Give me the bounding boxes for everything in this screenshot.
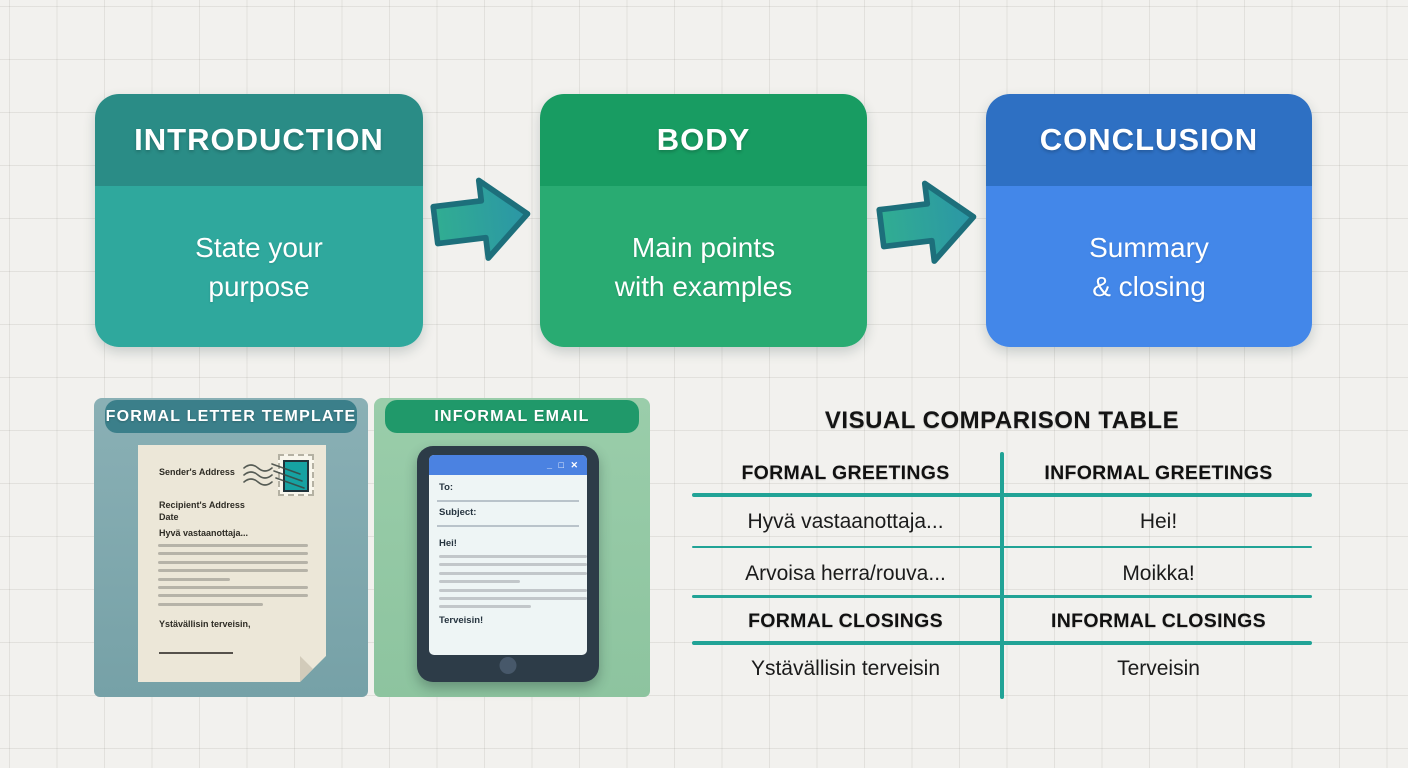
step-description-line: Summary [1089, 231, 1209, 263]
panel-header: INFORMAL EMAIL [385, 400, 639, 433]
table-cell-informal-greeting-1: Hei! [1139, 510, 1178, 533]
letter-greeting-text: Hyvä vastaanottaja... [159, 528, 249, 538]
flow-step-conclusion: CONCLUSION Summary & closing [986, 94, 1312, 347]
step-description: Main points with examples [540, 186, 867, 347]
email-subject-label: Subject: [439, 507, 477, 518]
tablet-illustration: _ □ ✕ To: Subject: Hei! Terveisin! [417, 446, 599, 682]
column-header-informal-closings: INFORMAL CLOSINGS [1051, 610, 1266, 632]
email-window-titlebar: _ □ ✕ [429, 455, 587, 475]
right-arrow-icon [430, 177, 531, 261]
table-cell-informal-greeting-2: Moikka! [1122, 562, 1195, 585]
email-body-placeholder-lines [439, 555, 587, 614]
letter-illustration: Sender's Address Recipient's Address Dat… [138, 445, 326, 682]
window-controls-icons: _ □ ✕ [547, 459, 580, 470]
tablet-home-button [499, 657, 517, 674]
email-to-label: To: [439, 482, 454, 493]
step-title: INTRODUCTION [95, 94, 423, 186]
flow-step-body: BODY Main points with examples [540, 94, 867, 347]
letter-date-label: Date [159, 512, 179, 522]
letter-sender-label: Sender's Address [159, 467, 235, 477]
signature-line [159, 652, 233, 654]
table-column-divider [1000, 452, 1004, 699]
field-divider [437, 525, 579, 527]
table-cell-formal-closing-1: Ystävällisin terveisin [750, 657, 941, 680]
field-divider [437, 500, 579, 502]
step-description-line: purpose [208, 270, 310, 302]
letter-recipient-label: Recipient's Address [159, 500, 245, 510]
step-description: State your purpose [95, 186, 423, 347]
step-description: Summary & closing [986, 186, 1312, 347]
table-cell-formal-greeting-2: Arvoisa herra/rouva... [745, 562, 946, 585]
table-cell-formal-greeting-1: Hyvä vastaanottaja... [747, 510, 944, 533]
email-closing-text: Terveisin! [439, 615, 484, 626]
step-description-line: with examples [614, 270, 793, 302]
flow-step-introduction: INTRODUCTION State your purpose [95, 94, 423, 347]
step-title: BODY [540, 94, 867, 186]
step-description-line: Main points [631, 231, 776, 263]
letter-closing-text: Ystävällisin terveisin, [159, 619, 251, 629]
column-header-formal-closings: FORMAL CLOSINGS [748, 610, 943, 632]
email-greeting-text: Hei! [439, 538, 457, 549]
column-header-informal-greetings: INFORMAL GREETINGS [1044, 462, 1273, 484]
step-description-line: & closing [1092, 270, 1206, 302]
email-app-screen: _ □ ✕ To: Subject: Hei! Terveisin! [429, 455, 587, 655]
page-fold-corner [300, 656, 326, 682]
panel-header: FORMAL LETTER TEMPLATE [105, 400, 357, 433]
informal-email-panel: INFORMAL EMAIL _ □ ✕ To: Subject: Hei! [374, 398, 650, 697]
table-cell-informal-closing-1: Terveisin [1117, 657, 1200, 680]
column-header-formal-greetings: FORMAL GREETINGS [741, 462, 950, 484]
letter-body-placeholder-lines [158, 544, 308, 611]
step-title: CONCLUSION [986, 94, 1312, 186]
step-description-line: State your [195, 231, 323, 263]
table-title: VISUAL COMPARISON TABLE [824, 407, 1180, 434]
formal-letter-panel: FORMAL LETTER TEMPLATE Sender's Address … [94, 398, 368, 697]
postage-stamp-icon [278, 454, 314, 496]
right-arrow-icon [876, 180, 977, 264]
visual-comparison-table: VISUAL COMPARISON TABLE FORMAL GREETINGS… [690, 405, 1314, 710]
postmark-waves-icon [242, 458, 306, 494]
